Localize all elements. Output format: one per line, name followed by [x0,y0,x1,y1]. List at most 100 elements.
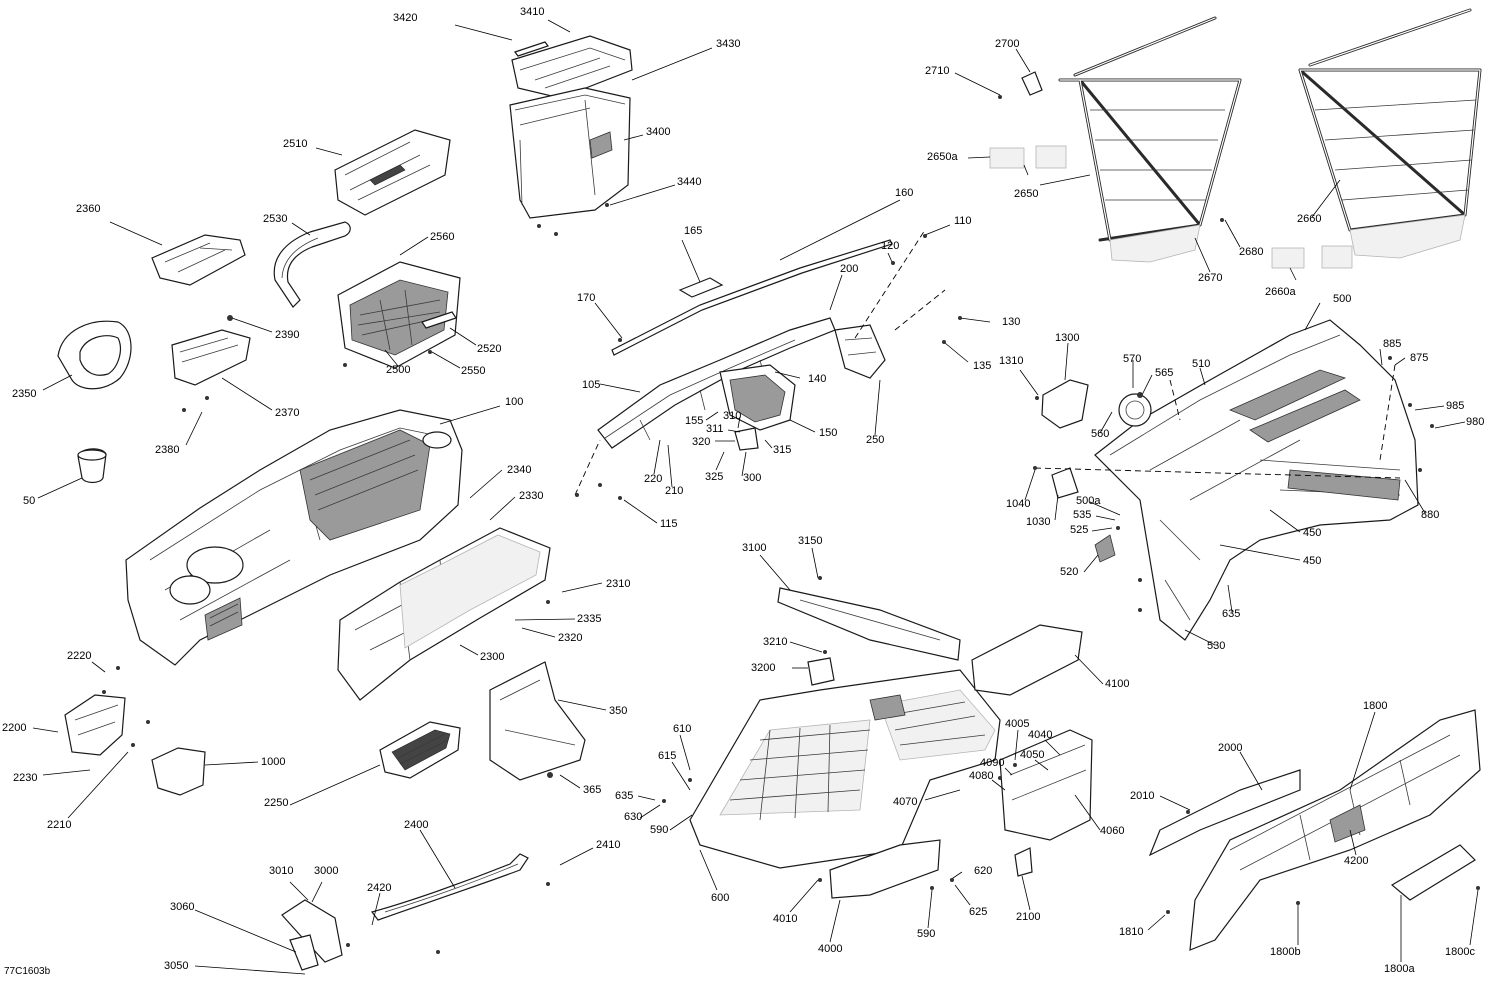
callout-315: 315 [773,444,792,456]
plate-1800a [1390,844,1476,901]
callout-3210: 3210 [763,636,788,648]
callout-885: 885 [1383,338,1402,350]
callout-1810: 1810 [1119,926,1144,938]
part-2650a-b [1035,145,1067,169]
callout-160: 160 [895,187,914,199]
callout-610: 610 [673,723,692,735]
callout-3430: 3430 [716,38,741,50]
callout-2210: 2210 [47,819,72,831]
callout-2010: 2010 [1130,790,1155,802]
callout-1000: 1000 [261,756,286,768]
callout-4100: 4100 [1105,678,1130,690]
callout-3410: 3410 [520,6,545,18]
bracket-2200 [64,694,126,756]
callout-2520: 2520 [477,343,502,355]
pocket-2370 [171,329,251,386]
alignment-lines [574,229,1401,496]
callout-980: 980 [1466,416,1485,428]
callout-2670: 2670 [1198,272,1223,284]
callout-450b: 450 [1303,555,1322,567]
callout-325: 325 [705,471,724,483]
callout-1800c: 1800c [1445,946,1475,958]
callout-3440: 3440 [677,176,702,188]
side-net-left [1058,16,1242,263]
callout-2330: 2330 [519,490,544,502]
crossmember-assembly [597,317,886,449]
callout-2710: 2710 [925,65,950,77]
drawing-code: 77C1603b [4,966,51,977]
part-300 [734,427,759,451]
callout-570: 570 [1123,353,1142,365]
callout-3150: 3150 [798,535,823,547]
callout-4060: 4060 [1100,825,1125,837]
callout-150: 150 [819,427,838,439]
part-2700 [1021,71,1043,96]
callout-170: 170 [577,292,596,304]
callout-2660a: 2660a [1265,286,1296,298]
callout-200: 200 [840,263,859,275]
cup-holder-50 [77,448,107,484]
callout-2550: 2550 [461,365,486,377]
floor-panel-600 [689,669,1001,869]
callout-3200: 3200 [751,662,776,674]
lid-2360 [151,234,246,286]
callout-311: 311 [706,423,724,435]
callout-3420: 3420 [393,12,418,24]
vent-2250 [379,721,461,779]
storage-box-assembly [509,35,633,219]
callout-2660: 2660 [1297,213,1322,225]
callout-985: 985 [1446,400,1465,412]
callout-880: 880 [1421,509,1440,521]
callout-165: 165 [684,225,703,237]
callout-2560: 2560 [430,231,455,243]
bezel-2350 [57,320,132,390]
leader-lines [32,19,1479,975]
callout-115: 115 [660,518,678,530]
callout-100: 100 [505,396,524,408]
callout-2250: 2250 [264,797,289,809]
callout-1040: 1040 [1006,498,1031,510]
callout-635b: 635 [615,790,634,802]
callout-2335: 2335 [577,613,602,625]
callout-2100: 2100 [1016,911,1041,923]
callout-2650: 2650 [1014,188,1039,200]
panel-350 [489,661,586,781]
callout-565: 565 [1155,367,1174,379]
rear-panel-1800 [1148,709,1481,951]
grab-handle-2530 [273,221,351,308]
strip-3100 [777,587,961,661]
callout-2400: 2400 [404,819,429,831]
callout-875: 875 [1410,352,1429,364]
callout-520: 520 [1060,566,1079,578]
callout-2300: 2300 [480,651,505,663]
callout-590b: 590 [917,928,936,940]
callout-220: 220 [644,473,663,485]
callout-155: 155 [685,415,704,427]
part-3200 [807,657,835,686]
part-1300 [1041,379,1089,429]
cover-2510 [334,129,451,216]
callout-4200: 4200 [1344,855,1369,867]
callout-2310: 2310 [606,578,631,590]
callout-2700: 2700 [995,38,1020,50]
callout-2530: 2530 [263,213,288,225]
cross-bar-2400 [370,853,529,921]
panel-4100 [971,624,1083,696]
callout-320: 320 [692,436,711,448]
callout-105: 105 [582,379,601,391]
bin-1000 [151,747,206,796]
callout-500: 500 [1333,293,1352,305]
strip-2520 [421,311,457,329]
callout-4050: 4050 [1020,749,1045,761]
dashboard-100 [125,409,463,666]
callout-4000: 4000 [818,943,843,955]
part-520 [1094,534,1116,563]
callout-2380: 2380 [155,444,180,456]
callout-590a: 590 [650,824,669,836]
callout-2390: 2390 [275,329,300,341]
callout-635a: 635 [1222,608,1241,620]
callout-3100: 3100 [742,542,767,554]
callout-2360: 2360 [76,203,101,215]
callout-600: 600 [711,892,730,904]
